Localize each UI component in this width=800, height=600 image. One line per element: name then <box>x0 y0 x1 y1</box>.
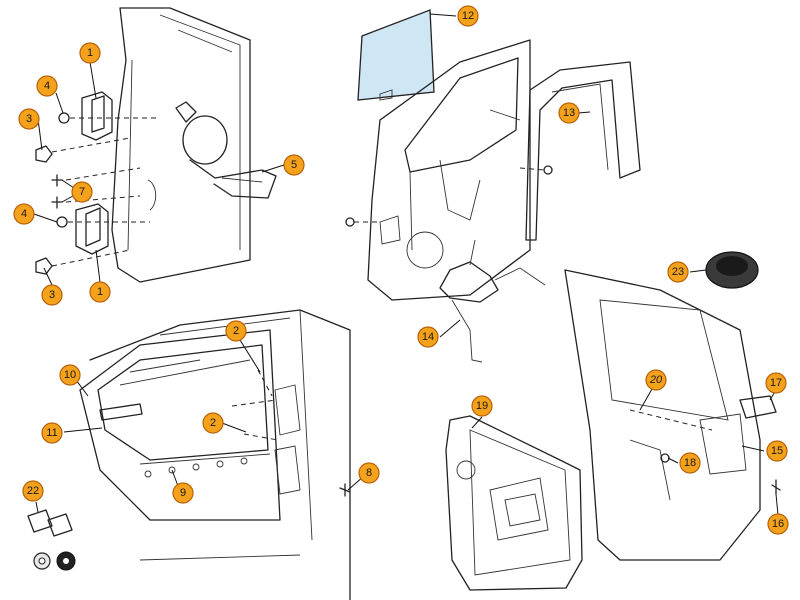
callout-19-label: 19 <box>476 400 488 412</box>
callout-16-label: 16 <box>772 518 784 530</box>
callout-4: 4 <box>36 75 58 97</box>
callout-3-label: 3 <box>26 113 32 125</box>
callout-19: 19 <box>471 395 493 417</box>
callout-2: 2 <box>225 320 247 342</box>
callout-18-label: 18 <box>684 457 696 469</box>
callout-10: 10 <box>59 364 81 386</box>
callout-17-label: 17 <box>770 377 782 389</box>
callout-3: 3 <box>41 284 63 306</box>
callout-1-label: 1 <box>87 47 93 59</box>
callout-9-label: 9 <box>180 487 186 499</box>
callout-16: 16 <box>767 513 789 535</box>
callout-1: 1 <box>89 281 111 303</box>
callout-4-label: 4 <box>44 80 50 92</box>
callout-4: 4 <box>13 203 35 225</box>
callout-12: 12 <box>457 5 479 27</box>
callout-5-label: 5 <box>291 159 297 171</box>
callout-5: 5 <box>283 154 305 176</box>
callout-2: 2 <box>202 412 224 434</box>
callout-7-label: 7 <box>79 186 85 198</box>
callout-14: 14 <box>417 326 439 348</box>
trim-panel-latch-drawing <box>445 251 781 591</box>
callout-15: 15 <box>766 440 788 462</box>
callout-18: 18 <box>679 452 701 474</box>
door-glass-regulator-drawing <box>345 9 641 363</box>
callout-12-label: 12 <box>462 10 474 22</box>
callout-3-label: 3 <box>49 289 55 301</box>
callout-11-label: 11 <box>46 427 57 439</box>
callout-7: 7 <box>71 181 93 203</box>
callout-13: 13 <box>558 102 580 124</box>
callout-8: 8 <box>358 462 380 484</box>
door-weatherstrip-drawing <box>79 309 351 600</box>
callout-15-label: 15 <box>771 445 783 457</box>
callout-23-label: 23 <box>672 266 684 278</box>
callout-2-label: 2 <box>233 325 239 337</box>
callouts: 1 1 2 2 3 3 4 4 5 7 8 9 10 11 12 13 14 1… <box>13 5 789 535</box>
callout-3: 3 <box>18 108 40 130</box>
hinge-assembly-drawing <box>35 7 277 283</box>
callout-9: 9 <box>172 482 194 504</box>
callout-17: 17 <box>765 372 787 394</box>
callout-4-label: 4 <box>21 208 27 220</box>
clip-hardware-drawing <box>27 509 76 571</box>
callout-14-label: 14 <box>422 331 434 343</box>
callout-22-label: 22 <box>27 485 39 497</box>
callout-13-label: 13 <box>563 107 575 119</box>
callout-11: 11 <box>41 422 63 444</box>
callout-20: 20 <box>645 369 667 391</box>
callout-22: 22 <box>22 480 44 502</box>
callout-20-label: 20 <box>649 374 663 386</box>
callout-1-label: 1 <box>97 286 103 298</box>
callout-10-label: 10 <box>64 369 76 381</box>
callout-2-label: 2 <box>210 417 216 429</box>
callout-1: 1 <box>79 42 101 64</box>
callout-8-label: 8 <box>366 467 372 479</box>
callout-23: 23 <box>667 261 689 283</box>
